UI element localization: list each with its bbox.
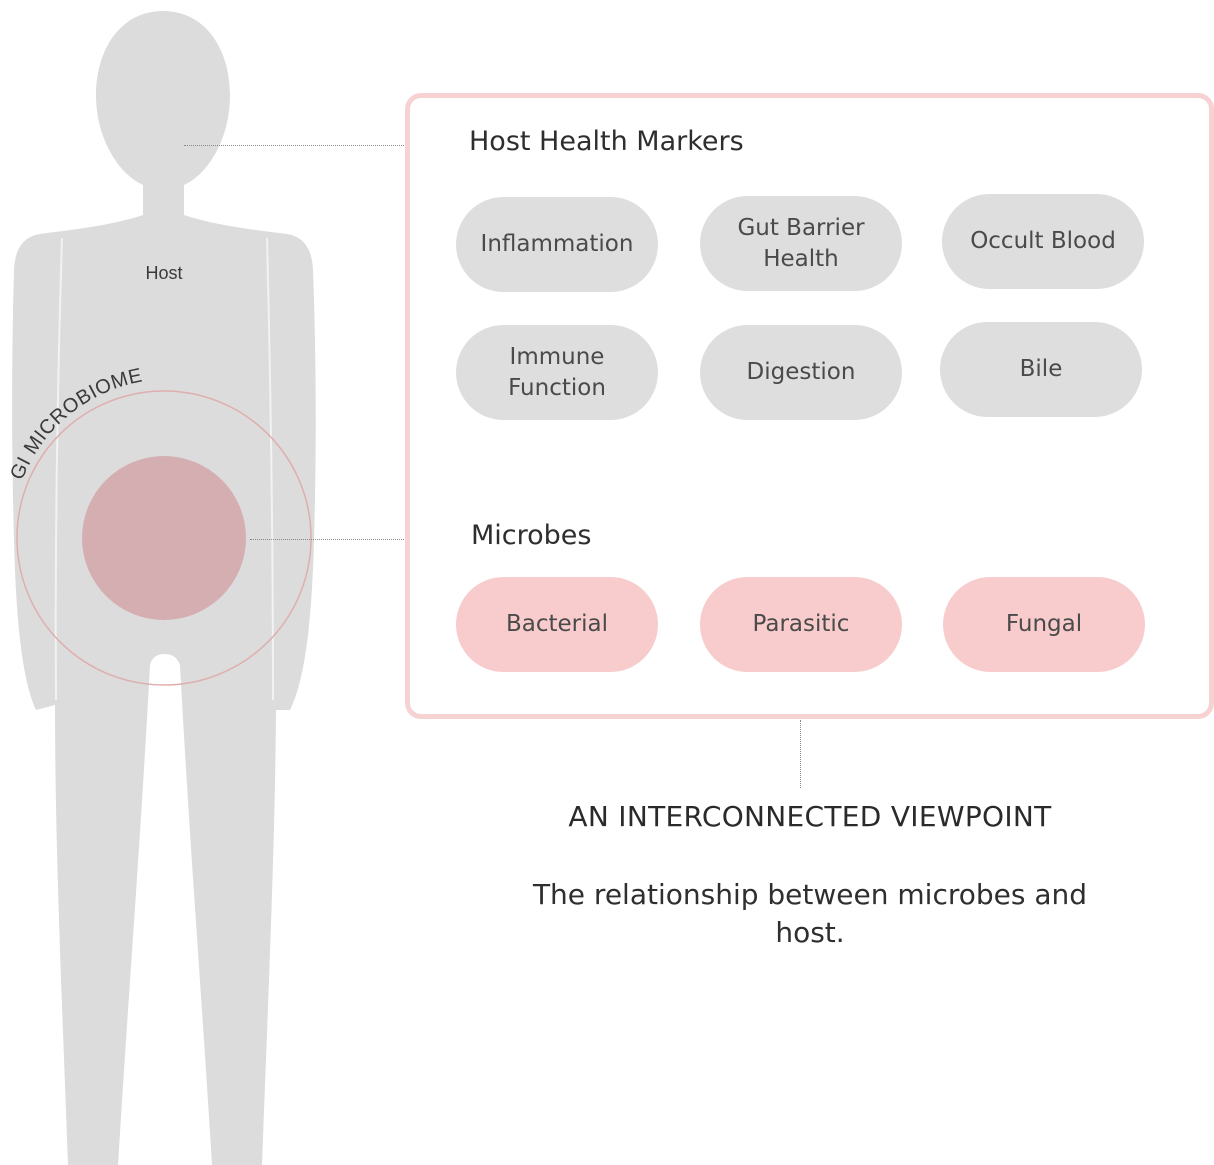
gut-core-circle — [82, 456, 246, 620]
host-markers-title: Host Health Markers — [469, 126, 744, 157]
marker-bile: Bile — [940, 322, 1142, 417]
microbe-parasitic: Parasitic — [700, 577, 902, 672]
microbiome-ring — [16, 390, 312, 686]
microbes-title: Microbes — [471, 520, 592, 551]
marker-occult-blood: Occult Blood — [942, 194, 1144, 289]
microbe-fungal: Fungal — [943, 577, 1145, 672]
gut-connector — [250, 539, 440, 540]
marker-immune-function: Immune Function — [456, 325, 658, 420]
viewpoint-title: AN INTERCONNECTED VIEWPOINT — [568, 800, 1052, 833]
marker-inflammation: Inflammation — [456, 197, 658, 292]
right-arm-line — [266, 237, 274, 701]
human-figure: GI MICROBIOME Host — [6, 11, 316, 1165]
head-connector — [184, 145, 452, 146]
viewpoint-connector — [800, 720, 801, 788]
viewpoint-description: The relationship between microbes and ho… — [532, 878, 1088, 949]
host-label: Host — [145, 263, 182, 283]
marker-digestion: Digestion — [700, 325, 902, 420]
marker-gut-barrier-health: Gut Barrier Health — [700, 196, 902, 291]
left-arm-line — [54, 237, 63, 701]
microbe-bacterial: Bacterial — [456, 577, 658, 672]
